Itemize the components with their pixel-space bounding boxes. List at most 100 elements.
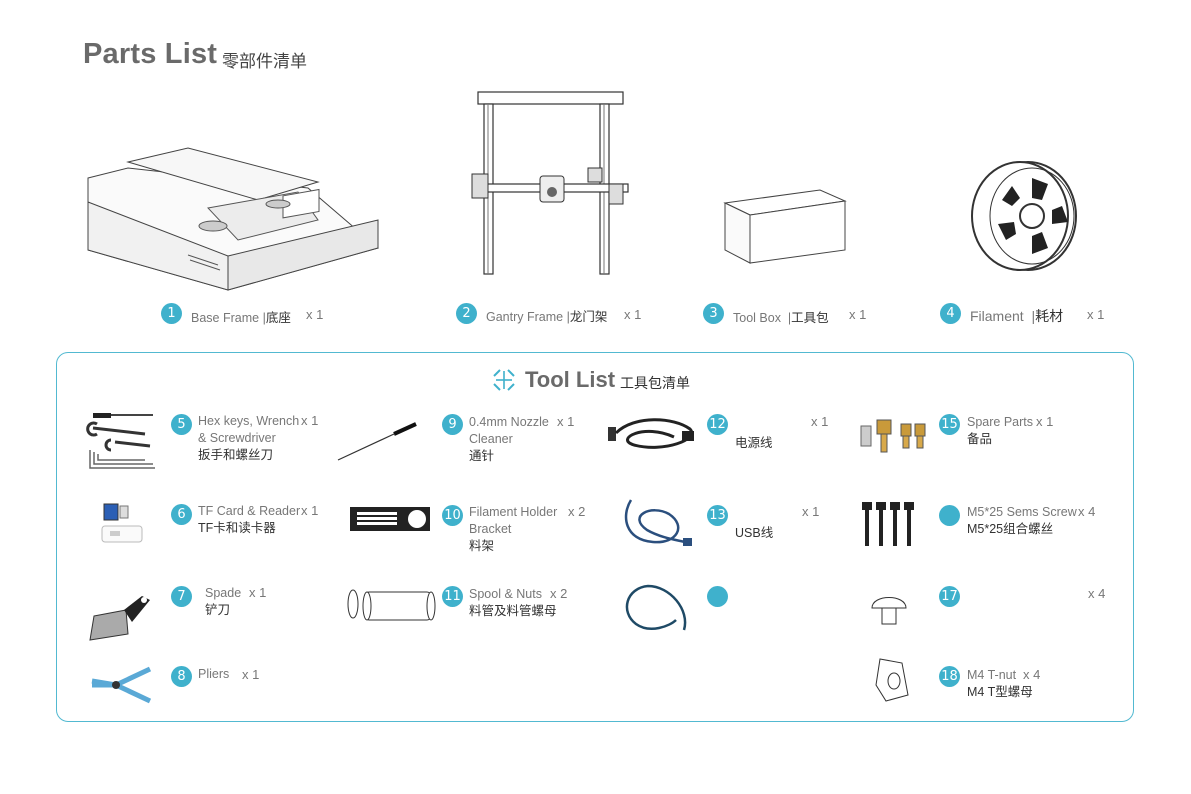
- tool-name-cn: 铲刀: [205, 603, 231, 617]
- filament-holder-bracket-image: [350, 507, 430, 531]
- tool-name-line2: Bracket: [469, 522, 512, 536]
- tool-qty: x 4: [1088, 586, 1106, 601]
- tool-name-cn: M5*25组合螺丝: [967, 522, 1054, 536]
- tool-name-cn: 通针: [469, 449, 495, 463]
- tool-name-line1: Hex keys, Wrench: [198, 414, 300, 428]
- tool-list-title: Tool List: [525, 367, 616, 392]
- tool-name-cn: M4 T型螺母: [967, 685, 1033, 699]
- tool-number-badge: [707, 586, 728, 607]
- t-nut-image: [875, 658, 909, 702]
- tool-label-sems-screw: M5*25 Sems Screw M5*25组合螺丝: [967, 504, 1077, 538]
- tool-name-cn: 料架: [469, 539, 495, 553]
- power-cable-image: [608, 418, 694, 449]
- tool-number-badge: 9: [442, 414, 463, 435]
- spool-nuts-image: [347, 589, 436, 621]
- tool-label-spool-nuts: Spool & Nuts 料管及料管螺母: [469, 586, 557, 620]
- tool-name-line1: Filament Holder: [469, 505, 558, 519]
- tool-name-line1: Spade: [205, 586, 242, 600]
- tool-name-line1: M5*25 Sems Screw: [967, 505, 1077, 519]
- part-number-badge: 1: [161, 303, 182, 324]
- part-label-base-frame: Base Frame |底座: [191, 307, 291, 326]
- tool-name-line1: M4 T-nut: [967, 668, 1017, 682]
- tool-number-badge: 5: [171, 414, 192, 435]
- part-qty: x 1: [306, 307, 324, 322]
- part-number-badge: 4: [940, 303, 961, 324]
- usb-cable-image: [624, 499, 692, 546]
- gantry-frame-image: [471, 91, 629, 275]
- tool-qty: x 1: [249, 585, 267, 600]
- part-qty: x 1: [1087, 307, 1105, 322]
- tool-label-filament-holder: Filament Holder Bracket 料架: [469, 504, 557, 555]
- spade-image: [89, 596, 150, 641]
- part-label-gantry-frame: Gantry Frame |龙门架: [486, 306, 607, 325]
- tool-list-title-cn: 工具包清单: [620, 375, 690, 391]
- nozzle-cleaner-image: [337, 422, 417, 461]
- part-name: Base Frame: [191, 311, 260, 325]
- tool-name-line2: & Screwdriver: [198, 431, 276, 445]
- tool-name-line1: TF Card & Reader: [198, 504, 301, 518]
- tool-number-badge: 7: [171, 586, 192, 607]
- spare-parts-image: [860, 419, 926, 453]
- tool-name-cn: 扳手和螺丝刀: [198, 448, 274, 462]
- tool-label-spare-parts: Spare Parts 备品: [967, 414, 1033, 448]
- part-name-cn: 龙门架: [569, 310, 608, 324]
- page-title: Parts List: [83, 38, 218, 70]
- separator: |: [1031, 308, 1036, 324]
- part-qty: x 1: [624, 307, 642, 322]
- part-name: Gantry Frame: [486, 310, 564, 324]
- tool-name-cn: USB线: [735, 526, 774, 540]
- base-frame-image: [87, 147, 380, 291]
- part-name-cn: 底座: [265, 311, 291, 325]
- tool-label-t-nut: M4 T-nut M4 T型螺母: [967, 667, 1033, 701]
- tool-qty: x 1: [242, 667, 260, 682]
- tool-label-pliers: Pliers: [198, 667, 230, 681]
- page-title-cn: 零部件清单: [222, 52, 307, 71]
- tool-qty: x 1: [1036, 414, 1054, 429]
- tool-number-badge: 10: [442, 505, 463, 526]
- pliers-image: [91, 666, 152, 704]
- tool-label-spade: Spade 铲刀: [205, 585, 241, 619]
- tool-qty: x 1: [301, 503, 319, 518]
- ptfe-tube-image: [625, 584, 687, 631]
- tool-number-badge: 12: [707, 414, 728, 435]
- tool-name-cn: 电源线: [735, 436, 773, 450]
- sems-screw-image: [862, 502, 914, 546]
- tf-card-reader-image: [101, 503, 143, 543]
- bolt-image: [871, 597, 907, 625]
- tool-label-tf-card: TF Card & Reader TF卡和读卡器: [198, 503, 300, 537]
- separator: |: [262, 311, 266, 325]
- part-name: Tool Box: [733, 311, 781, 325]
- tool-name-line2: Cleaner: [469, 432, 513, 446]
- tool-label-hex-keys: Hex keys, Wrench & Screwdriver 扳手和螺丝刀: [198, 413, 299, 464]
- tool-number-badge: 6: [171, 504, 192, 525]
- tool-number-badge: 8: [171, 666, 192, 687]
- part-number-badge: 2: [456, 303, 477, 324]
- tool-name-line1: 0.4mm Nozzle: [469, 415, 549, 429]
- part-number-badge: 3: [703, 303, 724, 324]
- tool-box-image: [723, 189, 847, 264]
- tool-qty: x 4: [1078, 504, 1096, 519]
- tool-name-cn: 备品: [967, 432, 993, 446]
- tool-qty: x 1: [557, 414, 575, 429]
- part-label-tool-box: Tool Box |工具包: [733, 307, 829, 326]
- tool-list-icon: [493, 369, 515, 391]
- part-qty: x 1: [849, 307, 867, 322]
- tool-name-cn: 料管及料管螺母: [469, 604, 557, 618]
- tool-number-badge: 17: [939, 586, 960, 607]
- tool-number-badge: 13: [707, 505, 728, 526]
- tool-qty: x 1: [802, 504, 820, 519]
- tool-qty: x 2: [550, 586, 568, 601]
- tool-number-badge: [939, 505, 960, 526]
- tool-qty: x 1: [301, 413, 319, 428]
- filament-spool-image: [971, 161, 1077, 271]
- tool-number-badge: 11: [442, 586, 463, 607]
- hex-keys-wrench-image: [86, 413, 155, 469]
- separator: |: [787, 311, 792, 325]
- tool-label-nozzle-cleaner: 0.4mm Nozzle Cleaner 通针: [469, 414, 549, 465]
- tool-qty: x 1: [811, 414, 829, 429]
- part-name: Filament: [970, 308, 1024, 324]
- tool-list-panel: [56, 352, 1134, 722]
- separator: |: [566, 310, 570, 324]
- tool-number-badge: 15: [939, 414, 960, 435]
- tool-name-line1: Spool & Nuts: [469, 587, 542, 601]
